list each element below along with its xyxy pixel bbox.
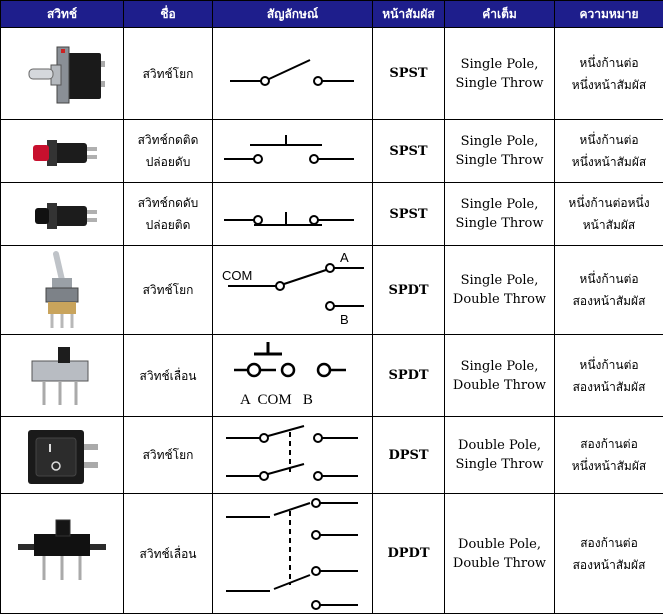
a-label: A [340,250,349,265]
meaning-cell: สองก้านต่อ หนึ่งหน้าสัมผัส [555,417,663,494]
photo-cell [1,494,124,614]
full-name-cell: Single Pole, Single Throw [445,120,555,183]
photo-cell [1,335,124,417]
black-pushbutton-photo [17,190,107,238]
contacts-cell: SPDT [373,246,445,335]
push-to-break-symbol [218,190,368,238]
name-cell: สวิทช์กดติด ปล่อยดับ [124,120,213,183]
name-cell: สวิทช์โยก [124,28,213,120]
photo-cell [1,183,124,246]
meaning-cell: สองก้านต่อ สองหน้าสัมผัส [555,494,663,614]
header-switch: สวิทช์ [1,1,124,28]
spst-toggle-symbol [218,44,368,104]
meaning-cell: หนึ่งก้านต่อ สองหน้าสัมผัส [555,335,663,417]
full-name-cell: Single Pole, Double Throw [445,335,555,417]
full-name-cell: Single Pole, Single Throw [445,28,555,120]
contacts-cell: SPDT [373,335,445,417]
mini-toggle-photo [32,250,92,330]
table-row: สวิทช์กดติด ปล่อยดับ SPST Single Pole, S… [1,120,663,183]
symbol-cell [213,28,373,120]
push-to-make-symbol [218,127,368,175]
meaning-cell: หนึ่งก้านต่อหนึ่ง หน้าสัมผัส [555,183,663,246]
table-row: สวิทช์กดดับ ปล่อยติด SPST Single Pole, S… [1,183,663,246]
photo-cell [1,417,124,494]
dpst-symbol [218,420,368,490]
table-row: สวิทช์โยก DPST Doub [1,417,663,494]
spdt-toggle-symbol: COM A B [218,250,368,330]
photo-cell [1,28,124,120]
name-cell: สวิทช์เลื่อน [124,494,213,614]
photo-cell [1,246,124,335]
spdt-slide-symbol: A COM B [218,338,368,414]
b-label: B [340,312,349,327]
header-row: สวิทช์ ชื่อ สัญลักษณ์ หน้าสัมผัส คำเต็ม … [1,1,663,28]
contacts-cell: SPST [373,183,445,246]
contacts-cell: DPST [373,417,445,494]
contacts-cell: SPST [373,28,445,120]
full-name-cell: Single Pole, Double Throw [445,246,555,335]
symbol-cell [213,183,373,246]
header-contacts: หน้าสัมผัส [373,1,445,28]
header-full-name: คำเต็ม [445,1,555,28]
photo-cell [1,120,124,183]
name-cell: สวิทช์เลื่อน [124,335,213,417]
slide-switch-photo [22,341,102,411]
name-cell: สวิทช์โยก [124,246,213,335]
dpdt-symbol [218,497,368,611]
rocker-switch-photo [20,420,104,490]
table-row: สวิทช์โยก SPST Single Pole, Single Throw… [1,28,663,120]
header-symbol: สัญลักษณ์ [213,1,373,28]
table-row: สวิทช์โยก COM A B SPDT Single Pol [1,246,663,335]
dpdt-slide-photo [12,514,112,594]
meaning-cell: หนึ่งก้านต่อ หนึ่งหน้าสัมผัส [555,120,663,183]
header-name: ชื่อ [124,1,213,28]
com-label: COM [222,268,252,283]
contacts-cell: DPDT [373,494,445,614]
table-row: สวิทช์เลื่อน [1,494,663,614]
symbol-cell [213,494,373,614]
table-row: สวิทช์เลื่อน A COM B SPDT Single Pole, [1,335,663,417]
full-name-cell: Double Pole, Single Throw [445,417,555,494]
name-cell: สวิทช์โยก [124,417,213,494]
symbol-cell: A COM B [213,335,373,417]
full-name-cell: Single Pole, Single Throw [445,183,555,246]
meaning-cell: หนึ่งก้านต่อ หนึ่งหน้าสัมผัส [555,28,663,120]
symbol-cell: COM A B [213,246,373,335]
full-name-cell: Double Pole, Double Throw [445,494,555,614]
meaning-cell: หนึ่งก้านต่อ สองหน้าสัมผัส [555,246,663,335]
red-pushbutton-photo [17,127,107,175]
symbol-cell [213,120,373,183]
header-meaning: ความหมาย [555,1,663,28]
toggle-switch-photo [17,37,107,111]
name-cell: สวิทช์กดดับ ปล่อยติด [124,183,213,246]
contacts-cell: SPST [373,120,445,183]
terminal-labels: A COM B [240,392,313,408]
symbol-cell [213,417,373,494]
